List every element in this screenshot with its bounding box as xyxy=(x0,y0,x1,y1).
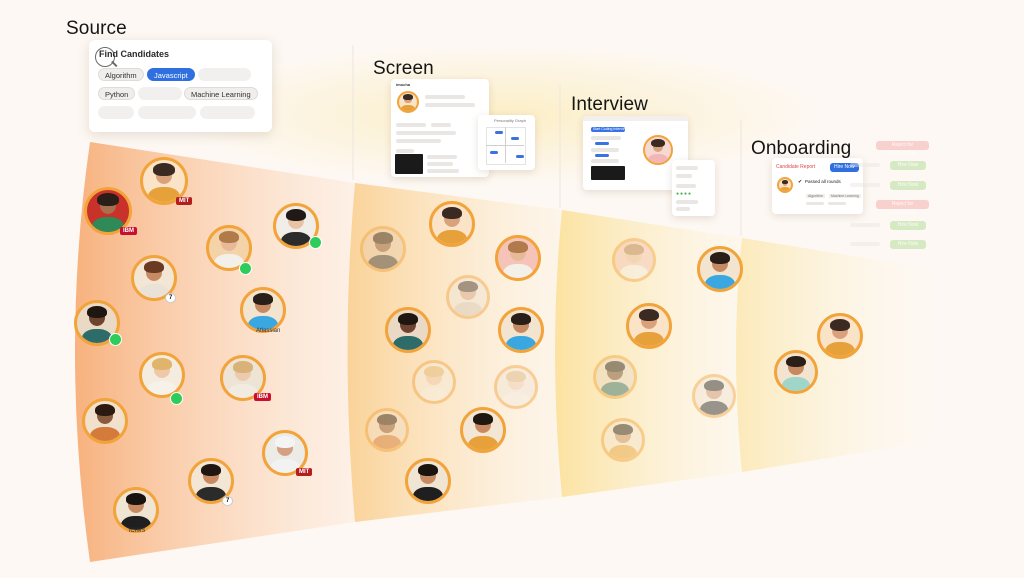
stage-title-onboarding: Onboarding xyxy=(751,138,852,159)
seven-badge: 7 xyxy=(222,496,234,506)
chip-placeholder xyxy=(98,106,134,119)
magnifier-icon xyxy=(95,47,115,67)
candidate-report-title: Candidate Report xyxy=(776,164,816,170)
screen-candidate-avatar xyxy=(397,91,419,113)
seven-badge: 7 xyxy=(165,293,177,303)
chip-machine-learning[interactable]: Machine Learning xyxy=(184,87,258,100)
candidate-avatar[interactable] xyxy=(446,275,490,319)
candidate-avatar[interactable] xyxy=(412,360,456,404)
stage-title-source: Source xyxy=(66,18,127,39)
skill-chip: Machine Learning xyxy=(829,194,861,198)
candidate-avatar[interactable] xyxy=(385,307,431,353)
hire-button[interactable]: Hire Now xyxy=(890,181,926,190)
candidate-avatar[interactable] xyxy=(495,235,541,281)
hire-now-button[interactable]: Hire Now xyxy=(830,163,859,172)
hire-button[interactable]: Hire Now xyxy=(890,221,926,230)
candidate-avatar[interactable] xyxy=(601,418,645,462)
candidate-avatar[interactable] xyxy=(405,458,451,504)
source-network-icon xyxy=(170,392,183,405)
candidate-avatar[interactable] xyxy=(113,487,159,533)
find-candidates-title: Find Candidates xyxy=(99,49,170,59)
ibm-badge: IBM xyxy=(254,393,271,401)
candidate-avatar[interactable] xyxy=(697,246,743,292)
chip-python[interactable]: Python xyxy=(98,87,136,100)
check-icon: ✔ xyxy=(798,179,803,185)
personality-graph-title: Personality Graph xyxy=(494,118,527,123)
source-network-icon xyxy=(109,333,122,346)
reject-button[interactable]: Reject for Onboarding xyxy=(876,141,929,157)
candidate-avatar[interactable] xyxy=(240,287,286,333)
interview-feedback-card: ●●●● xyxy=(672,160,715,216)
find-candidates-card: Find Candidates Algorithm Javascript Pyt… xyxy=(89,40,272,132)
passed-text: Passed all rounds xyxy=(805,179,841,184)
funnel-section-interview xyxy=(555,210,742,497)
reject-button[interactable]: Reject for Onboarding xyxy=(876,200,929,216)
mit-badge: MIT xyxy=(296,468,313,476)
candidate-avatar[interactable] xyxy=(817,313,863,359)
screen-assessment-card: imocha xyxy=(391,79,489,177)
candidate-avatar[interactable] xyxy=(82,398,128,444)
candidate-avatar[interactable] xyxy=(429,201,475,247)
candidate-avatar[interactable] xyxy=(774,350,818,394)
icims-badge: iCIMS xyxy=(129,528,146,534)
candidate-avatar[interactable] xyxy=(360,226,406,272)
candidate-avatar[interactable] xyxy=(626,303,672,349)
source-network-icon xyxy=(239,262,252,275)
atlassian-badge: Atlassian xyxy=(256,328,281,334)
hire-button[interactable]: Hire Now xyxy=(890,161,926,170)
chip-placeholder xyxy=(198,68,251,81)
candidate-avatar[interactable] xyxy=(273,203,319,249)
chip-javascript[interactable]: Javascript xyxy=(147,68,195,81)
interview-start-button[interactable]: Start Coding Interview xyxy=(593,127,628,131)
interviewer-avatar xyxy=(643,135,673,165)
chip-algorithm[interactable]: Algorithm xyxy=(98,68,144,81)
personality-graph-card: Personality Graph xyxy=(478,115,535,170)
candidate-avatar[interactable] xyxy=(593,355,637,399)
interview-card: Start Coding Interview xyxy=(583,116,688,190)
candidate-avatar[interactable] xyxy=(84,187,132,235)
ibm-badge: IBM xyxy=(120,227,137,235)
candidate-avatar[interactable] xyxy=(494,365,538,409)
candidate-avatar[interactable] xyxy=(365,408,409,452)
report-candidate-avatar xyxy=(777,177,793,193)
candidate-avatar[interactable] xyxy=(139,352,185,398)
stage-title-screen: Screen xyxy=(373,58,434,79)
source-network-icon xyxy=(309,236,322,249)
chip-placeholder xyxy=(200,106,255,119)
candidate-avatar[interactable] xyxy=(498,307,544,353)
chip-placeholder xyxy=(138,106,196,119)
candidate-avatar[interactable] xyxy=(460,407,506,453)
stage-title-interview: Interview xyxy=(571,94,648,115)
chip-placeholder xyxy=(138,87,182,100)
hire-button[interactable]: Hire Now xyxy=(890,240,926,249)
rating-icon: ●●●● xyxy=(676,191,693,197)
candidate-avatar[interactable] xyxy=(692,374,736,418)
skill-chip: Algorithm xyxy=(806,194,825,198)
screen-logo: imocha xyxy=(396,82,411,87)
mit-badge: MIT xyxy=(176,197,193,205)
candidate-avatar[interactable] xyxy=(612,238,656,282)
candidate-report-card: Candidate Report Hire Now ✔ Passed all r… xyxy=(772,158,863,214)
